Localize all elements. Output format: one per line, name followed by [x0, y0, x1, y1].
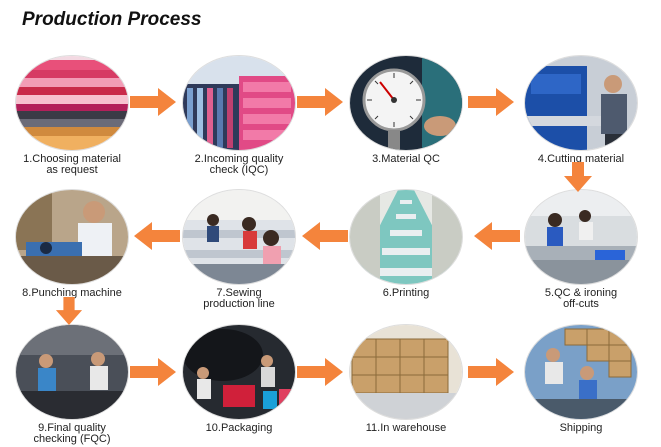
cutting-machine-icon [525, 56, 637, 150]
step-label: 1.Choosing material as request [23, 153, 121, 176]
packaging-workers-icon [183, 325, 295, 419]
step-label: 7.Sewing production line [203, 287, 275, 310]
step-label: 8.Punching machine [22, 287, 122, 299]
step-label: 2.Incoming quality check (IQC) [194, 153, 284, 176]
step-choosing-material: 1.Choosing material as request [10, 56, 134, 176]
step-in-warehouse: 11.In warehouse [344, 325, 468, 434]
arrow-right-icon [468, 88, 514, 116]
step-final-qc: 9.Final quality checking (FQC) [10, 325, 134, 445]
step-label: 5.QC & ironing off-cuts [544, 287, 618, 310]
step-material-qc: 3.Material QC [344, 56, 468, 165]
arrow-left-icon [474, 222, 520, 250]
step-punching-machine: 8.Punching machine [10, 190, 134, 299]
step-label: 4.Cutting material [537, 153, 625, 165]
step-qc-ironing: 5.QC & ironing off-cuts [519, 190, 643, 310]
ironing-workers-icon [525, 190, 637, 284]
step-label: 6.Printing [382, 287, 430, 299]
page-title: Production Process [22, 9, 202, 30]
fabric-rolls-icon [16, 56, 128, 150]
step-label: 9.Final quality checking (FQC) [33, 422, 111, 445]
shipping-workers-icon [525, 325, 637, 419]
step-packaging: 10.Packaging [177, 325, 301, 434]
step-label: 10.Packaging [205, 422, 273, 434]
arrow-right-icon [468, 358, 514, 386]
arrow-right-icon [297, 358, 343, 386]
fabric-stack-icon [183, 56, 295, 150]
arrow-left-icon [134, 222, 180, 250]
punching-worker-icon [16, 190, 128, 284]
step-label: 3.Material QC [372, 153, 440, 165]
warehouse-boxes-icon [350, 325, 462, 419]
inspection-workers-icon [16, 325, 128, 419]
arrow-left-icon [302, 222, 348, 250]
step-shipping: Shipping [519, 325, 643, 434]
arrow-down-icon [564, 162, 592, 192]
step-label: Shipping [559, 422, 603, 434]
step-sewing-line: 7.Sewing production line [177, 190, 301, 310]
arrow-right-icon [130, 88, 176, 116]
step-label: 11.In warehouse [365, 422, 447, 434]
step-cutting-material: 4.Cutting material [519, 56, 643, 165]
printing-table-icon [350, 190, 462, 284]
thickness-gauge-icon [350, 56, 462, 150]
arrow-right-icon [297, 88, 343, 116]
sewing-line-icon [183, 190, 295, 284]
step-printing: 6.Printing [344, 190, 468, 299]
arrow-down-icon [55, 297, 83, 325]
step-incoming-qc: 2.Incoming quality check (IQC) [177, 56, 301, 176]
arrow-right-icon [130, 358, 176, 386]
